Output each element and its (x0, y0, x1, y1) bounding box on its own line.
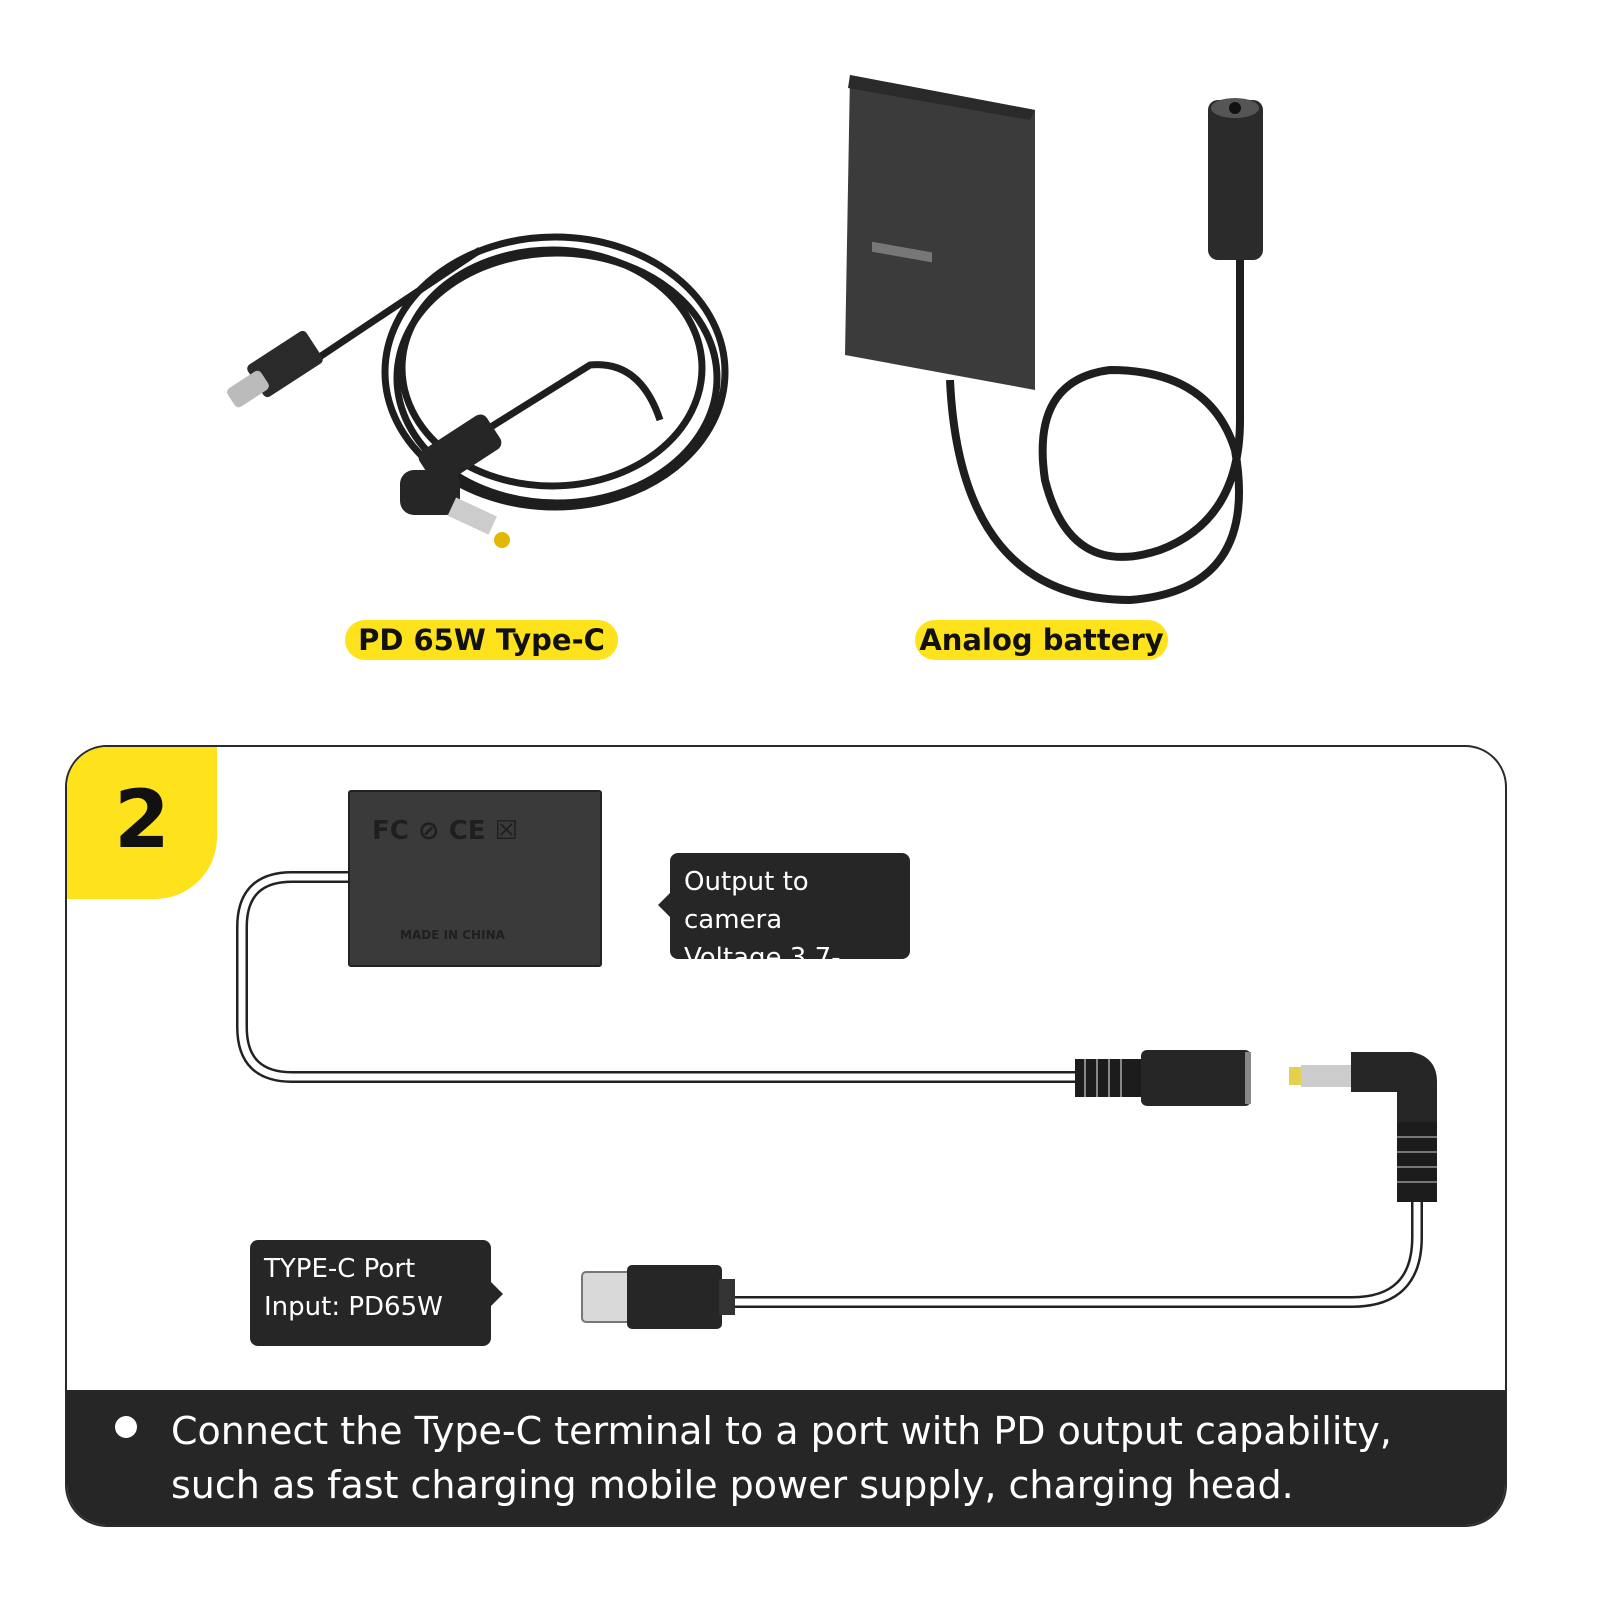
input-callout: TYPE-C Port Input: PD65W (250, 1240, 503, 1346)
typec-plug-icon (227, 330, 323, 408)
note-band: Connect the Type-C terminal to a port wi… (67, 1390, 1505, 1525)
label-typec-cable: PD 65W Type-C (345, 620, 618, 660)
battery-marking: MADE IN CHINA (400, 928, 505, 942)
dc-plug-icon (400, 414, 510, 548)
output-callout: Output to camera Voltage 3.7-4.2V (658, 853, 910, 1011)
usage-note: Connect the Type-C terminal to a port wi… (171, 1409, 1392, 1507)
label-analog-battery: Analog battery (915, 620, 1168, 660)
output-callout-line1: Output to camera (684, 867, 809, 935)
analog-battery: FC ⊘ CE ☒ MADE IN CHINA (348, 790, 602, 967)
certification-marks-icon: FC ⊘ CE ☒ (372, 816, 518, 846)
input-callout-line1: TYPE-C Port (264, 1254, 416, 1284)
output-callout-line2: Voltage 3.7-4.2V (684, 943, 841, 1011)
input-callout-line2: Input: PD65W (264, 1292, 443, 1322)
step-number-badge: 2 (67, 747, 217, 899)
step-panel: FC ⊘ CE ☒ MADE IN CHINA Output to camera… (65, 745, 1507, 1527)
analog-battery-image (845, 75, 1263, 605)
bullet-icon (115, 1416, 137, 1438)
female-dc-connector-icon (1075, 1050, 1251, 1106)
connection-diagram (236, 871, 1437, 1329)
dc-plug-icon (1289, 1052, 1437, 1202)
typec-plug-icon (581, 1265, 735, 1329)
coiled-typec-cable-image (227, 75, 1263, 605)
